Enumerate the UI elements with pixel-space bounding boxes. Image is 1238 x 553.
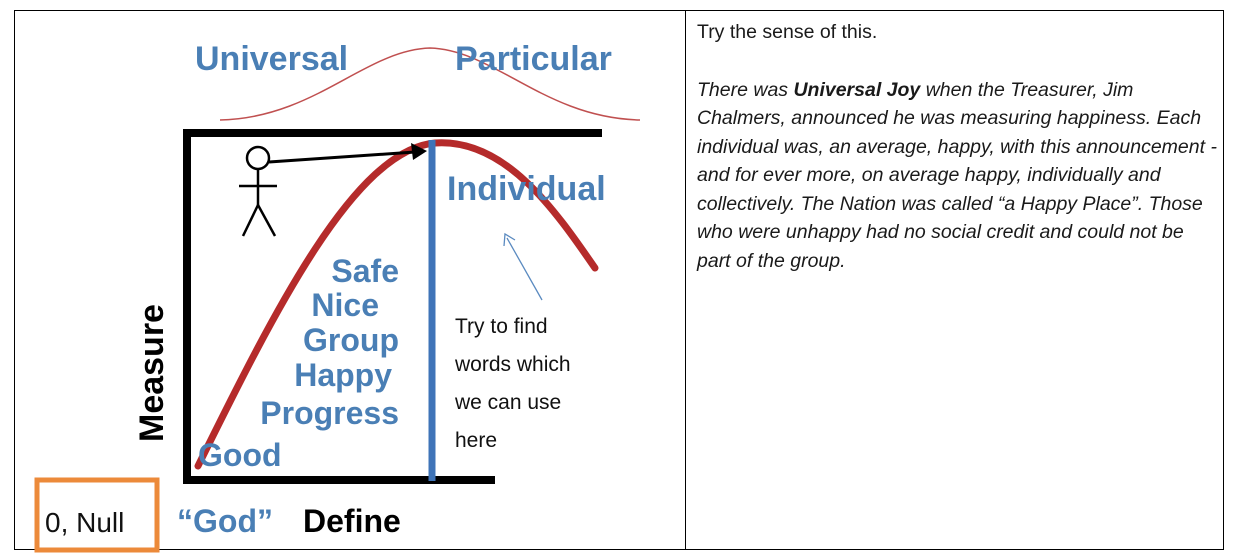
- word-group: Group: [303, 322, 399, 358]
- story-text-after: when the Treasurer, Jim Chalmers, announ…: [697, 78, 1217, 272]
- measure-define-figure: Universal Particular Individual Safe Nic…: [15, 10, 665, 553]
- story-bold-phrase: Universal Joy: [793, 78, 921, 101]
- bell-curve: [219, 47, 641, 121]
- story-paragraph: There was Universal Joy when the Treasur…: [697, 76, 1217, 276]
- note-line-1: Try to find: [455, 315, 548, 338]
- label-god: “God”: [177, 503, 273, 539]
- word-progress: Progress: [260, 395, 399, 431]
- intro-paragraph: Try the sense of this.: [697, 21, 878, 43]
- axis-label-measure: Measure: [133, 304, 171, 442]
- axis-label-define: Define: [303, 503, 401, 539]
- word-happy: Happy: [294, 357, 392, 393]
- figure-svg: Universal Particular Individual Safe Nic…: [34, 40, 641, 553]
- hint-arrow: [506, 237, 543, 301]
- label-null: 0, Null: [45, 507, 124, 538]
- word-good: Good: [198, 437, 282, 473]
- note-line-4: here: [455, 429, 497, 452]
- pointer-arrow: [268, 150, 416, 164]
- note-line-3: we can use: [454, 391, 561, 414]
- note-line-2: words which: [454, 353, 571, 376]
- story-text-before: There was: [697, 78, 794, 101]
- stick-figure-icon: [239, 145, 277, 237]
- column-divider: [685, 11, 686, 549]
- hint-arrow-head-icon: [503, 232, 516, 247]
- label-particular: Particular: [455, 40, 612, 78]
- null-box: [34, 477, 160, 553]
- label-individual: Individual: [447, 170, 606, 208]
- text-cell: Try the sense of this. There was Univers…: [697, 18, 1217, 304]
- arrow-head-icon: [411, 143, 427, 160]
- word-safe: Safe: [331, 253, 399, 289]
- label-universal: Universal: [195, 40, 348, 78]
- content-table: [14, 10, 1224, 550]
- word-nice: Nice: [311, 287, 379, 323]
